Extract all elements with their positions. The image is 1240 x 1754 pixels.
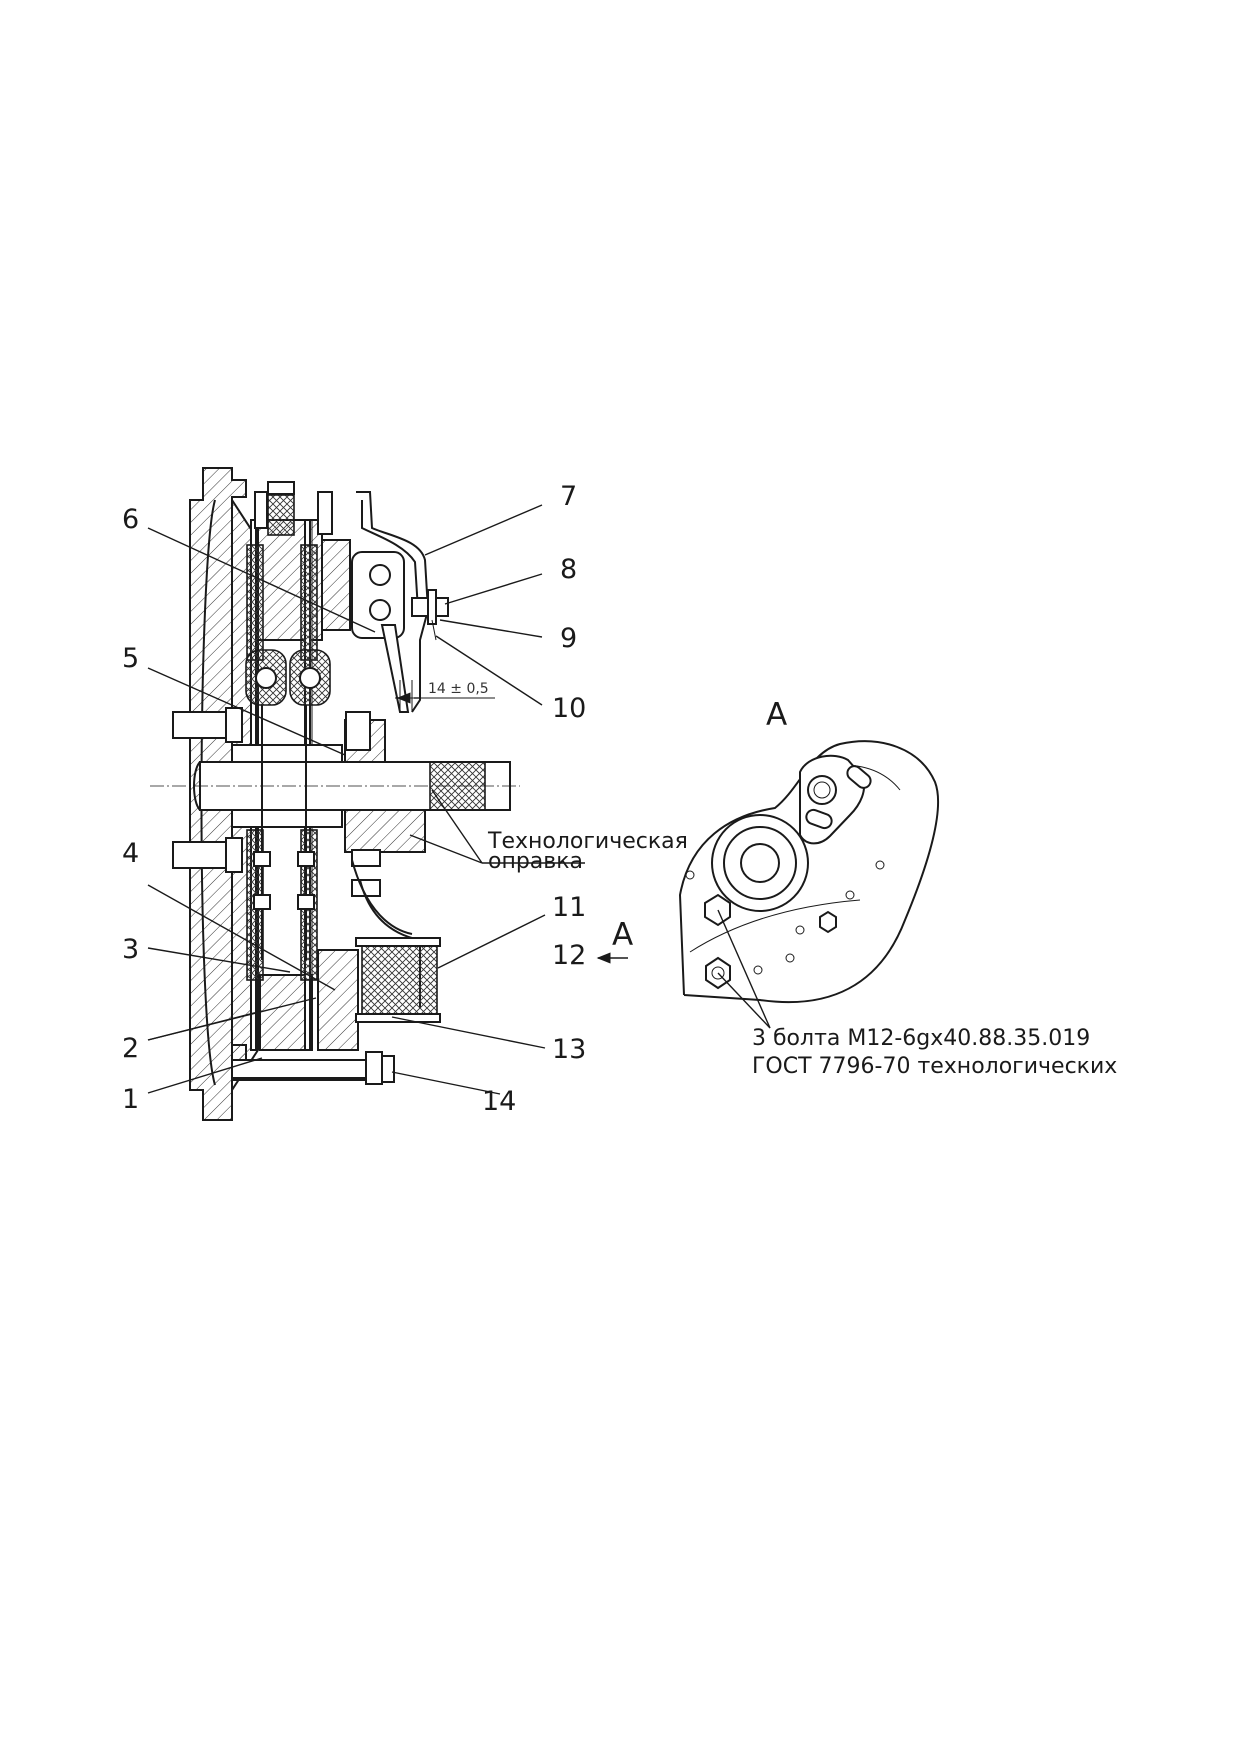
callout-numbers: 6 5 4 3 2 1 7 8 9 10 11 12 13 14 — [122, 481, 586, 1117]
callout-9: 9 — [560, 623, 577, 654]
mandrel-note-line1: Технологическая — [487, 829, 688, 854]
view-a-title: А — [766, 697, 787, 733]
callout-10: 10 — [552, 693, 586, 724]
view-a: А — [678, 697, 940, 1029]
callout-5: 5 — [122, 643, 139, 674]
callout-2: 2 — [122, 1033, 139, 1064]
mandrel-note: Технологическая оправка — [487, 829, 688, 874]
callout-11: 11 — [552, 892, 586, 923]
callout-1: 1 — [122, 1084, 139, 1115]
bolt-note-line2: ГОСТ 7796-70 технологических — [752, 1054, 1117, 1079]
upper-plate-block-2 — [321, 539, 351, 631]
bolt-note-line1: 3 болта М12-6gx40.88.35.019 — [752, 1026, 1090, 1051]
bolt-note: 3 болта М12-6gx40.88.35.019 ГОСТ 7796-70… — [752, 1026, 1117, 1079]
callout-3: 3 — [122, 934, 139, 965]
view-arrow-label: А — [612, 917, 633, 953]
callout-leaders — [147, 504, 585, 1095]
bolt-hex-1 — [704, 893, 731, 927]
bottom-stud — [231, 1059, 375, 1079]
dimension-value: 14 ± 0,5 — [428, 681, 489, 697]
callout-12: 12 — [552, 940, 586, 971]
bolt-hex-3 — [819, 910, 837, 934]
callout-14: 14 — [482, 1086, 516, 1117]
release-lever — [351, 551, 405, 639]
callout-13: 13 — [552, 1034, 586, 1065]
lining-upper-1 — [246, 544, 264, 661]
top-spring — [267, 494, 295, 536]
clutch-section-view — [150, 467, 520, 1121]
pressure-spring — [361, 944, 438, 1016]
view-arrow: А — [596, 917, 633, 964]
pressure-plate-4 — [317, 949, 359, 1051]
view-a-boss — [711, 814, 809, 912]
view-a-contour — [678, 740, 940, 1004]
bolt-upper-left — [172, 711, 236, 739]
dimension-14: 14 ± 0,5 — [395, 680, 495, 712]
callout-8: 8 — [560, 554, 577, 585]
mandrel-note-line2: оправка — [488, 849, 583, 874]
callout-6: 6 — [122, 504, 139, 535]
callout-7: 7 — [560, 481, 577, 512]
callout-4: 4 — [122, 838, 139, 869]
